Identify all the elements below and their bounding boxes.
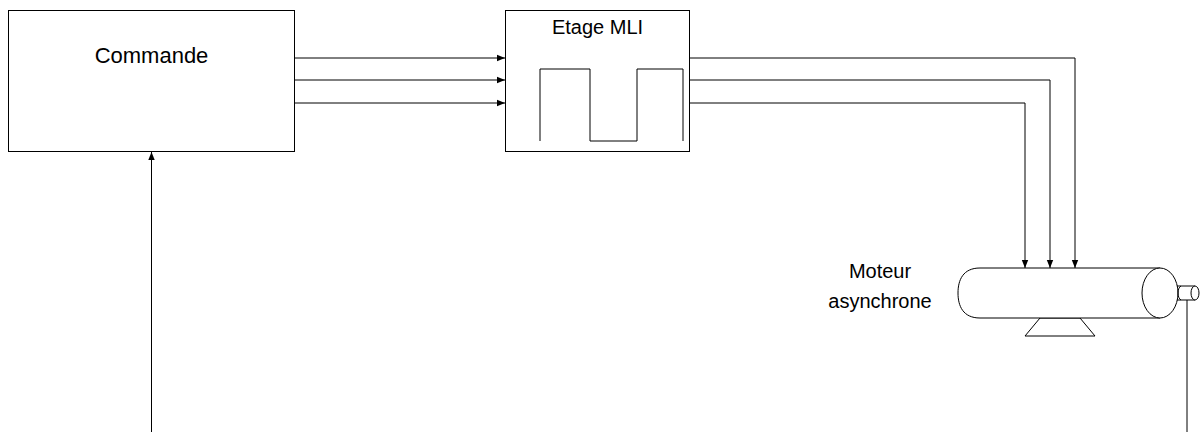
motor-label: Moteur asynchrone — [819, 256, 941, 316]
box-title: Commande — [19, 43, 284, 69]
motor-feet — [1025, 318, 1095, 336]
box-title: Etage MLI — [514, 15, 681, 39]
signal-connector — [152, 152, 1188, 432]
control-box: Commande — [8, 10, 295, 152]
signal-connector — [690, 58, 1075, 268]
signal-connector — [295, 103, 505, 104]
signal-connector — [690, 80, 1050, 268]
pwm-stage-box: Etage MLI — [505, 10, 690, 152]
motor-drawing — [955, 268, 1203, 340]
square-wave — [540, 69, 683, 141]
motor-body — [958, 268, 1160, 318]
motor-end — [1142, 268, 1178, 318]
signal-connector — [690, 103, 1025, 268]
signal-connector — [295, 80, 505, 81]
signal-connector — [295, 58, 505, 59]
induction-motor: Moteur asynchrone — [955, 268, 1200, 338]
shaft-end — [1191, 286, 1199, 300]
